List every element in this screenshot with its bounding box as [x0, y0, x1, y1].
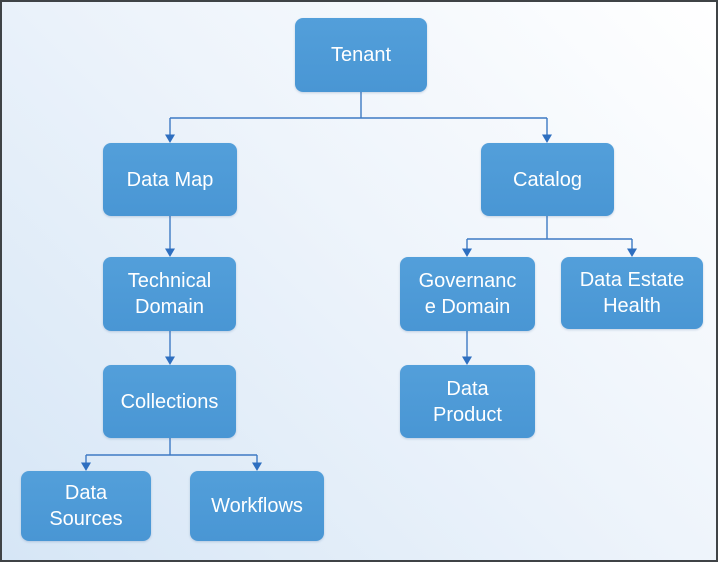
- node-governance-domain: Governanc e Domain: [400, 257, 535, 331]
- node-tenant-label: Tenant: [330, 44, 392, 66]
- node-data-product-label-line1: Data: [446, 377, 489, 400]
- arrowhead-data-product: [462, 356, 472, 365]
- node-data-estate-health-label-line1: Data Estate: [579, 269, 685, 291]
- node-technical-domain-label-line2: Domain: [135, 296, 204, 318]
- arrowhead-workflows: [252, 462, 262, 471]
- arrowhead-data-map: [165, 134, 175, 143]
- arrowhead-technical-domain: [165, 248, 175, 257]
- node-data-estate-health: Data Estate Health: [561, 257, 703, 329]
- node-tenant: Tenant: [295, 18, 427, 92]
- node-data-sources: Data Sources: [21, 471, 151, 541]
- node-data-sources-label-line1: Data: [64, 482, 108, 504]
- arrowhead-data-sources: [81, 462, 91, 471]
- node-catalog-label: Catalog: [513, 168, 582, 191]
- node-collections: Collections: [103, 365, 236, 438]
- node-catalog: Catalog: [481, 143, 614, 216]
- node-data-map: Data Map: [103, 143, 237, 216]
- arrowhead-data-estate-health: [627, 248, 637, 257]
- node-data-sources-label-line2: Sources: [49, 508, 123, 530]
- node-data-product-label-line2: Product: [433, 403, 502, 426]
- node-technical-domain: Technical Domain: [103, 257, 236, 331]
- arrowhead-governance-domain: [462, 248, 472, 257]
- arrowhead-catalog: [542, 134, 552, 143]
- node-data-estate-health-label-line2: Health: [603, 295, 661, 317]
- node-governance-domain-label-line2: e Domain: [424, 296, 511, 318]
- node-workflows-label: Workflows: [211, 495, 303, 517]
- node-workflows: Workflows: [190, 471, 324, 541]
- arrowhead-collections: [165, 356, 175, 365]
- node-governance-domain-label-line1: Governanc: [418, 270, 517, 292]
- node-collections-label: Collections: [120, 390, 219, 413]
- node-technical-domain-label-line1: Technical: [127, 270, 212, 292]
- node-data-product: Data Product: [400, 365, 535, 438]
- node-data-map-label: Data Map: [126, 168, 214, 191]
